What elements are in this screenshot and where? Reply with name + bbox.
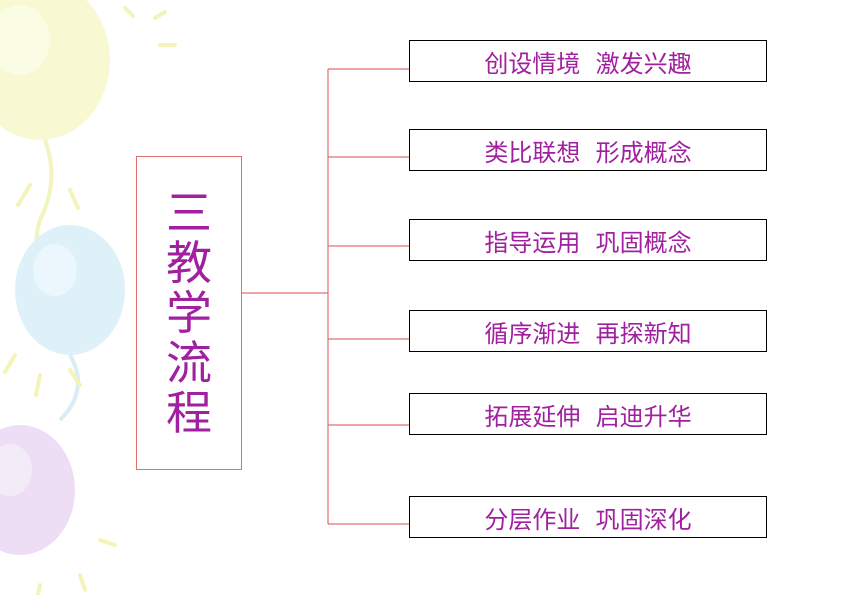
step-box-2: 类比联想 形成概念 [409,129,767,171]
step-label-3: 指导运用 巩固概念 [484,228,692,257]
step-box-6: 分层作业 巩固深化 [409,496,767,538]
blue-balloon-highlight [33,244,77,296]
step-label-4: 循序渐进 再探新知 [484,319,692,348]
title-box: 三 教学流程 [136,156,242,470]
step-box-4: 循序渐进 再探新知 [409,310,767,352]
diagram-title: 三 教学流程 [166,186,212,440]
step-box-5: 拓展延伸 启迪升华 [409,393,767,435]
step-label-6: 分层作业 巩固深化 [484,505,692,534]
step-label-2: 类比联想 形成概念 [484,138,692,167]
step-box-1: 创设情境 激发兴趣 [409,40,767,82]
step-label-1: 创设情境 激发兴趣 [484,49,692,78]
step-label-5: 拓展延伸 启迪升华 [484,402,692,431]
purple-balloon-highlight [0,444,32,496]
balloon-string [58,354,80,422]
step-box-3: 指导运用 巩固概念 [409,219,767,261]
yellow-balloon-highlight [0,5,50,75]
